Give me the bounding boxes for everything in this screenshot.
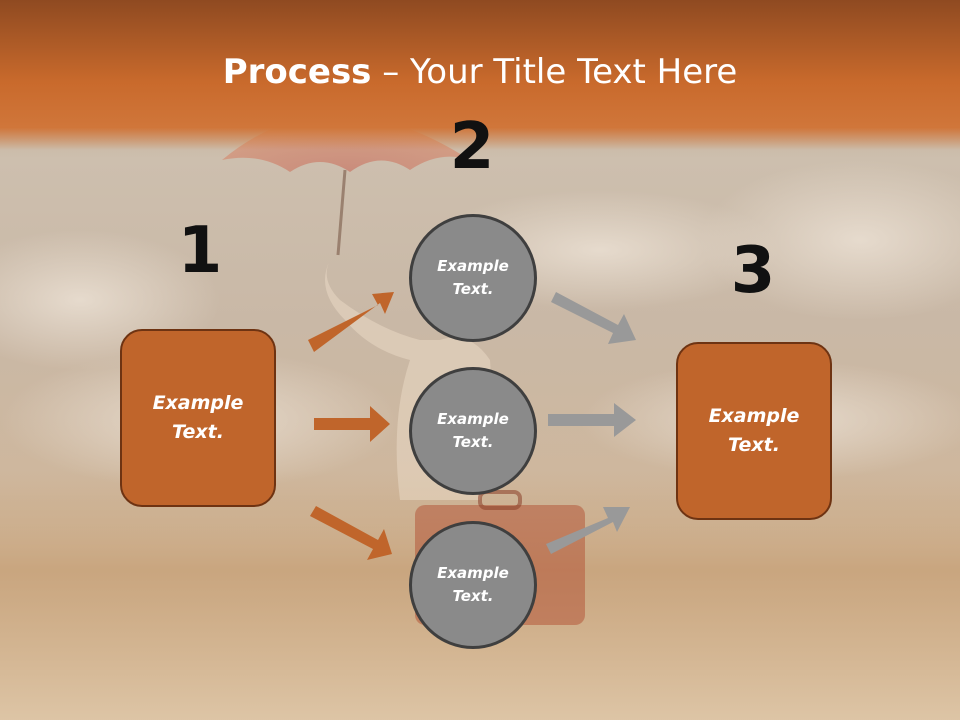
circle-top-line1: Example: [437, 257, 509, 275]
page-title: Process – Your Title Text Here: [0, 52, 960, 92]
arrow-bottom-to-right: [546, 507, 630, 554]
circle-node-middle: Example Text.: [409, 367, 537, 495]
circle-node-bottom: Example Text.: [409, 521, 537, 649]
title-bold: Process: [222, 52, 372, 92]
arrow-left-to-top: [308, 292, 394, 352]
arrow-left-to-middle: [314, 406, 390, 442]
step-number-1: 1: [177, 214, 223, 288]
circle-middle-line1: Example: [437, 410, 509, 428]
circle-top-line2: Text.: [452, 280, 494, 298]
right-box-line1: Example: [708, 405, 800, 427]
step-number-2: 2: [449, 110, 495, 184]
circle-node-top: Example Text.: [409, 214, 537, 342]
left-box-line2: Text.: [172, 421, 224, 443]
arrow-middle-to-right: [548, 403, 636, 437]
arrow-left-to-bottom: [310, 506, 392, 560]
circle-bottom-line2: Text.: [452, 587, 494, 605]
circle-middle-line2: Text.: [452, 433, 494, 451]
title-bar: [0, 0, 960, 150]
right-box-line2: Text.: [728, 434, 780, 456]
arrow-top-to-right: [551, 292, 636, 344]
left-step-box: Example Text.: [120, 329, 276, 507]
circle-bottom-line1: Example: [437, 564, 509, 582]
step-number-3: 3: [730, 234, 776, 308]
title-rest: – Your Title Text Here: [371, 52, 738, 92]
left-box-line1: Example: [152, 392, 244, 414]
right-step-box: Example Text.: [676, 342, 832, 520]
